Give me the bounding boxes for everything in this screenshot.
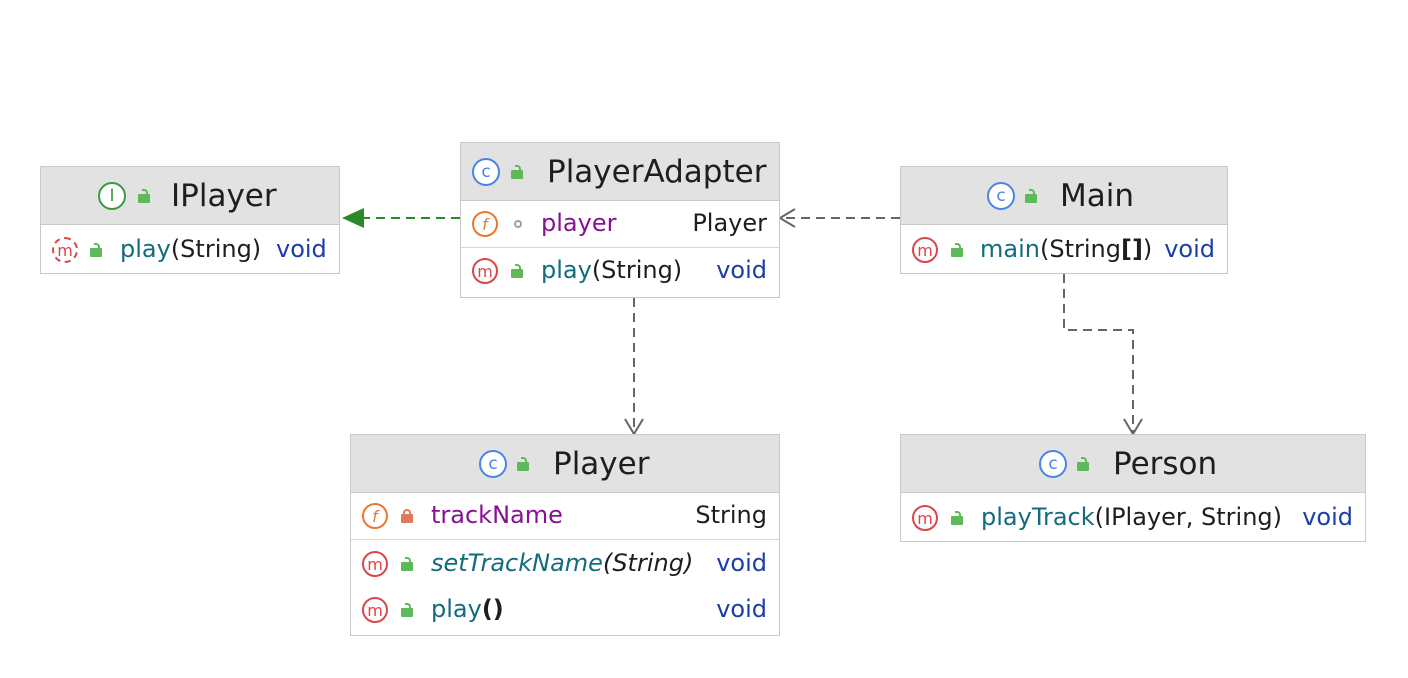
public-lock-icon bbox=[401, 557, 413, 571]
class-icon: c bbox=[1039, 450, 1067, 478]
field-name: player bbox=[541, 209, 617, 237]
method-paren-open: ( bbox=[1039, 235, 1050, 263]
method-icon: m bbox=[362, 597, 388, 623]
public-lock-icon bbox=[138, 189, 150, 203]
method-row[interactable]: m main(String[]) void bbox=[901, 227, 1227, 273]
method-icon: m bbox=[472, 258, 498, 284]
array-brackets: [] bbox=[1120, 235, 1143, 263]
method-signature: setTrackName(String) bbox=[431, 549, 693, 577]
return-type: void bbox=[716, 595, 767, 623]
class-icon: c bbox=[472, 158, 500, 186]
public-lock-icon bbox=[951, 243, 963, 257]
method-icon: m bbox=[362, 551, 388, 577]
methods-section: m setTrackName(String) void m play() voi… bbox=[351, 540, 779, 633]
public-lock-icon bbox=[511, 165, 523, 179]
method-name: setTrackName bbox=[431, 549, 603, 577]
method-row[interactable]: m playTrack(IPlayer, String) void bbox=[901, 495, 1365, 541]
method-row[interactable]: m play() void bbox=[351, 587, 779, 633]
return-type: void bbox=[1302, 503, 1353, 531]
methods-section: m playTrack(IPlayer, String) void bbox=[901, 493, 1365, 541]
method-name: play bbox=[431, 595, 482, 623]
method-params: (IPlayer, String) bbox=[1094, 503, 1282, 531]
method-signature: play(String) bbox=[120, 235, 261, 263]
public-lock-icon bbox=[401, 603, 413, 617]
field-icon: f bbox=[472, 211, 498, 237]
public-lock-icon bbox=[1077, 457, 1089, 471]
class-node-person[interactable]: c Person m playTrack(IPlayer, String) vo… bbox=[900, 434, 1366, 542]
return-type: void bbox=[276, 235, 327, 263]
method-signature: play(String) bbox=[541, 256, 682, 284]
method-icon: m bbox=[912, 505, 938, 531]
public-lock-icon bbox=[511, 264, 523, 278]
class-header: c Main bbox=[901, 167, 1227, 225]
class-header: c Player bbox=[351, 435, 779, 493]
interface-icon: I bbox=[98, 182, 126, 210]
class-node-playeradapter[interactable]: c PlayerAdapter f player Player m play(S… bbox=[460, 142, 780, 298]
method-row[interactable]: m setTrackName(String) void bbox=[351, 541, 779, 587]
class-name: Main bbox=[1060, 177, 1135, 214]
methods-section: m play(String) void bbox=[41, 225, 339, 273]
dependency-arrowhead bbox=[778, 208, 796, 228]
public-lock-icon bbox=[1025, 189, 1037, 203]
method-name: playTrack bbox=[981, 503, 1095, 531]
class-header: c PlayerAdapter bbox=[461, 143, 779, 201]
fields-section: f trackName String bbox=[351, 493, 779, 540]
method-row[interactable]: m play(String) void bbox=[41, 227, 339, 273]
class-icon: c bbox=[479, 450, 507, 478]
method-signature: main(String[]) bbox=[980, 235, 1152, 263]
method-paren-close: ) bbox=[1142, 235, 1153, 263]
field-type: Player bbox=[692, 209, 767, 237]
method-params: (String) bbox=[170, 235, 262, 263]
method-params: () bbox=[481, 595, 504, 623]
class-header: c Person bbox=[901, 435, 1365, 493]
field-row[interactable]: f trackName String bbox=[351, 493, 779, 539]
class-node-main[interactable]: c Main m main(String[]) void bbox=[900, 166, 1228, 274]
class-header: I IPlayer bbox=[41, 167, 339, 225]
fields-section: f player Player bbox=[461, 201, 779, 248]
field-icon: f bbox=[362, 503, 388, 529]
method-name: play bbox=[120, 235, 171, 263]
class-node-player[interactable]: c Player f trackName String m setTrackNa… bbox=[350, 434, 780, 636]
field-name: trackName bbox=[431, 501, 563, 529]
private-lock-icon bbox=[401, 509, 413, 523]
field-row[interactable]: f player Player bbox=[461, 201, 779, 247]
method-row[interactable]: m play(String) void bbox=[461, 248, 779, 294]
method-name: main bbox=[980, 235, 1040, 263]
field-type: String bbox=[695, 501, 767, 529]
methods-section: m main(String[]) void bbox=[901, 225, 1227, 273]
method-icon: m bbox=[912, 237, 938, 263]
method-params: String bbox=[1049, 235, 1121, 263]
abstract-method-icon: m bbox=[52, 237, 78, 263]
class-icon: c bbox=[987, 182, 1015, 210]
dependency-edge-main-person[interactable] bbox=[1063, 274, 1134, 432]
class-node-iplayer[interactable]: I IPlayer m play(String) void bbox=[40, 166, 340, 274]
return-type: void bbox=[1164, 235, 1215, 263]
method-params: (String) bbox=[602, 549, 694, 577]
public-lock-icon bbox=[517, 457, 529, 471]
public-lock-icon bbox=[90, 243, 102, 257]
package-private-icon bbox=[514, 220, 522, 228]
method-signature: playTrack(IPlayer, String) bbox=[981, 503, 1282, 531]
method-name: play bbox=[541, 256, 592, 284]
class-name: PlayerAdapter bbox=[547, 153, 767, 190]
class-name: Player bbox=[553, 445, 650, 482]
realization-arrowhead bbox=[342, 208, 364, 228]
return-type: void bbox=[716, 549, 767, 577]
method-params: (String) bbox=[591, 256, 683, 284]
class-name: Person bbox=[1113, 445, 1218, 482]
methods-section: m play(String) void bbox=[461, 248, 779, 294]
class-name: IPlayer bbox=[171, 177, 277, 214]
public-lock-icon bbox=[951, 511, 963, 525]
return-type: void bbox=[716, 256, 767, 284]
method-signature: play() bbox=[431, 595, 504, 623]
